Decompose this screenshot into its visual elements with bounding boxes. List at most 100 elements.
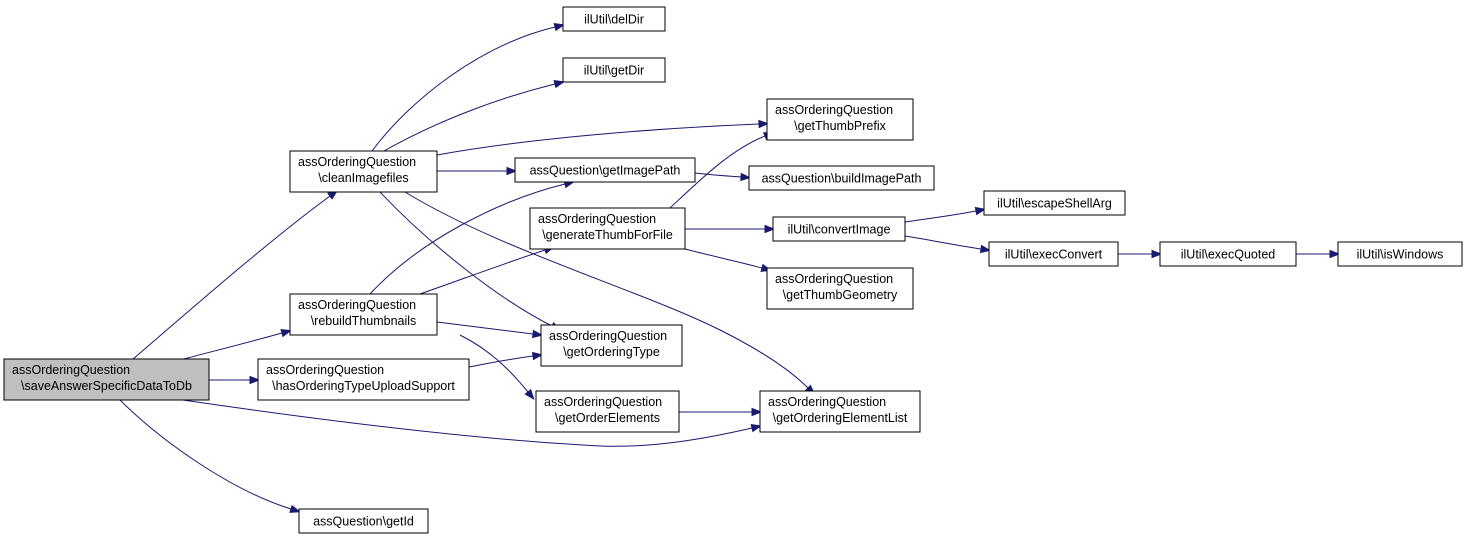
- edge-arrowhead: [531, 329, 544, 339]
- edge-generateThumbForFile-to-convertImage: [684, 224, 776, 234]
- node-label-line: assOrderingQuestion: [544, 395, 662, 409]
- edge-cleanImagefiles-to-getImagePath: [436, 166, 518, 176]
- edge-line: [904, 235, 982, 250]
- node-box: [289, 150, 438, 193]
- node-cleanImagefiles[interactable]: assOrderingQuestion \cleanImagefiles: [289, 150, 438, 193]
- node-label-line: assOrderingQuestion: [298, 298, 416, 312]
- edge-generateThumbForFile-to-getThumbGeometry: [684, 248, 773, 272]
- node-label-line: assOrderingQuestion: [768, 395, 886, 409]
- node-label-line: ilUtil\delDir: [584, 13, 644, 27]
- edge-convertImage-to-escapeShellArg: [904, 206, 987, 223]
- node-label-line: assOrderingQuestion: [298, 155, 416, 169]
- node-convertImage[interactable]: ilUtil\convertImage: [772, 216, 906, 242]
- edge-arrowhead: [553, 80, 566, 89]
- node-box: [562, 6, 666, 32]
- node-box: [983, 190, 1126, 216]
- edge-line: [684, 248, 763, 269]
- edge-rebuildThumbnails-to-getOrderingType: [436, 321, 544, 339]
- node-label-line: assOrderingQuestion: [775, 272, 893, 286]
- edge-line: [404, 191, 809, 389]
- edge-line: [182, 399, 753, 447]
- edge-line: [369, 183, 566, 295]
- edge-line: [179, 332, 283, 361]
- node-hasOrderingTypeUploadSupport[interactable]: assOrderingQuestion \hasOrderingTypeUploa…: [257, 358, 470, 401]
- node-getThumbPrefix[interactable]: assOrderingQuestion\getThumbPrefix: [766, 98, 914, 141]
- node-box: [766, 267, 914, 310]
- node-label-line: ilUtil\escapeShellArg: [997, 197, 1112, 211]
- node-box: [298, 508, 429, 534]
- edge-execConvert-to-execQuoted: [1118, 249, 1163, 259]
- node-label-line: \rebuildThumbnails: [311, 314, 417, 328]
- edge-line: [131, 195, 331, 361]
- edge-arrowhead: [979, 244, 992, 254]
- edge-line: [371, 26, 556, 152]
- edge-getOrderElements-to-getOrderingElementList: [679, 407, 763, 417]
- edge-arrowhead: [553, 23, 566, 32]
- node-box: [540, 324, 683, 367]
- node-box: [562, 57, 666, 83]
- node-getId[interactable]: assQuestion\getId: [298, 508, 429, 534]
- node-getOrderingElementList[interactable]: assOrderingQuestion\getOrderingElementLi…: [759, 390, 921, 433]
- node-box: [535, 390, 680, 433]
- edge-line: [669, 135, 766, 209]
- edge-line: [383, 83, 556, 152]
- edge-hasOrderingTypeUploadSupport-to-getOrderingType: [468, 351, 544, 368]
- edge-arrowhead: [289, 504, 301, 513]
- edge-root-to-rebuildThumbnails: [179, 329, 292, 361]
- edge-arrowhead: [1329, 249, 1341, 259]
- edge-line: [468, 355, 534, 368]
- edge-root-to-hasOrderingTypeUploadSupport: [208, 375, 261, 385]
- node-label-line: ilUtil\execConvert: [1005, 248, 1103, 262]
- node-delDir[interactable]: ilUtil\delDir: [562, 6, 666, 32]
- node-box: [514, 157, 696, 183]
- node-label-line: assOrderingQuestion: [266, 363, 384, 377]
- node-generateThumbForFile[interactable]: assOrderingQuestion\generateThumbForFile: [529, 207, 686, 250]
- node-label-line: assOrderingQuestion: [549, 329, 667, 343]
- node-root[interactable]: assOrderingQuestion \saveAnswerSpecificDa…: [3, 358, 210, 401]
- node-escapeShellArg[interactable]: ilUtil\escapeShellArg: [983, 190, 1126, 216]
- node-isWindows[interactable]: ilUtil\isWindows: [1337, 241, 1463, 267]
- edge-arrowhead: [531, 351, 544, 361]
- node-label-line: assQuestion\getId: [313, 515, 414, 529]
- edge-arrowhead: [751, 407, 763, 417]
- edge-arrowhead: [249, 375, 261, 385]
- node-box: [529, 207, 686, 250]
- edge-root-to-getOrderingElementList: [182, 399, 763, 447]
- node-getImagePath[interactable]: assQuestion\getImagePath: [514, 157, 696, 183]
- node-label-line: assOrderingQuestion: [538, 212, 656, 226]
- edge-arrowhead: [524, 388, 535, 401]
- edge-convertImage-to-execConvert: [904, 235, 992, 254]
- node-label-line: \getThumbGeometry: [783, 288, 898, 302]
- edge-line: [904, 210, 977, 223]
- node-getOrderElements[interactable]: assOrderingQuestion \getOrderElements: [535, 390, 680, 433]
- edge-rebuildThumbnails-to-generateThumbForFile: [419, 246, 555, 295]
- node-buildImagePath[interactable]: assQuestion\buildImagePath: [748, 165, 935, 191]
- node-label-line: \cleanImagefiles: [318, 171, 408, 185]
- node-rebuildThumbnails[interactable]: assOrderingQuestion \rebuildThumbnails: [289, 293, 438, 336]
- node-getThumbGeometry[interactable]: assOrderingQuestion \getThumbGeometry: [766, 267, 914, 310]
- node-box: [1159, 241, 1297, 267]
- edge-cleanImagefiles-to-getThumbPrefix: [436, 119, 770, 156]
- edge-root-to-getId: [119, 399, 301, 513]
- node-getDir[interactable]: ilUtil\getDir: [562, 57, 666, 83]
- node-box: [988, 241, 1119, 267]
- edge-arrowhead: [758, 119, 770, 129]
- nodes-layer: assOrderingQuestion \saveAnswerSpecificDa…: [3, 6, 1463, 534]
- node-label-line: \getOrderingType: [563, 345, 660, 359]
- edges-layer: [119, 23, 1341, 513]
- node-label-line: assOrderingQuestion: [775, 103, 893, 117]
- node-label-line: \getOrderElements: [555, 411, 660, 425]
- node-label-line: assQuestion\getImagePath: [530, 164, 681, 178]
- node-execQuoted[interactable]: ilUtil\execQuoted: [1159, 241, 1297, 267]
- node-getOrderingType[interactable]: assOrderingQuestion \getOrderingType: [540, 324, 683, 367]
- node-label-line: assOrderingQuestion: [12, 363, 130, 377]
- node-box: [1337, 241, 1463, 267]
- node-box: [766, 98, 914, 141]
- edge-line: [459, 334, 529, 393]
- node-execConvert[interactable]: ilUtil\execConvert: [988, 241, 1119, 267]
- edge-arrowhead: [506, 166, 518, 176]
- node-label-line: \hasOrderingTypeUploadSupport: [272, 379, 455, 393]
- node-label-line: \saveAnswerSpecificDataToDb: [21, 379, 192, 393]
- node-box: [748, 165, 935, 191]
- edge-arrowhead: [1151, 249, 1163, 259]
